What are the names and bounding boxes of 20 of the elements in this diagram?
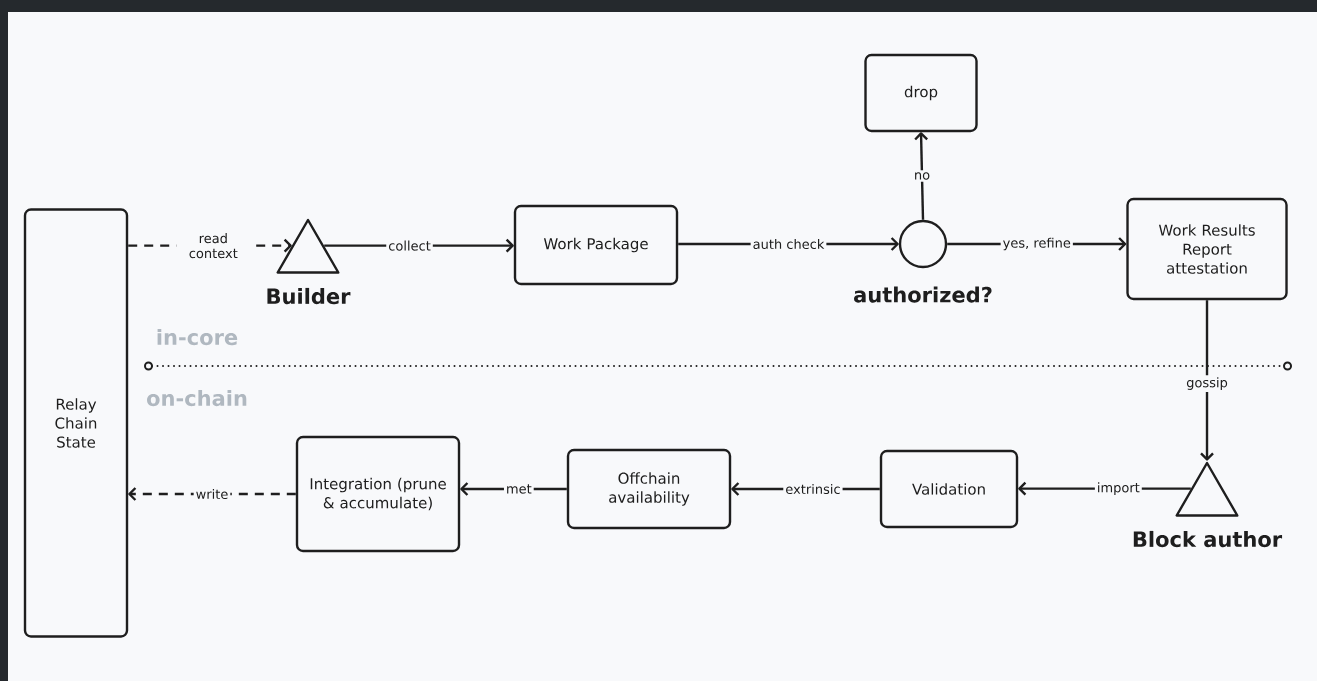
arrow: [914, 132, 928, 220]
edge-label: read context: [176, 231, 251, 261]
edge-label: gossip: [1184, 375, 1230, 392]
arrow: [1200, 300, 1214, 461]
zone-label: in-core: [157, 328, 238, 346]
process-box: drop: [864, 53, 978, 133]
actor-label: Builder: [267, 287, 351, 305]
process-box: Work Results Report attestation: [1126, 197, 1288, 301]
process-box: Validation: [879, 449, 1019, 529]
process-box: Offchain availability: [566, 448, 732, 530]
edge-label: met: [503, 482, 534, 496]
edge-label: no: [911, 170, 933, 182]
actor-label: Block author: [1133, 530, 1283, 548]
arrow: [128, 487, 296, 501]
process-box: Integration (prune & accumulate): [295, 435, 461, 553]
process-box: Work Package: [513, 204, 679, 286]
zone-label: on-chain: [147, 389, 247, 407]
edge-label: import: [1094, 480, 1142, 497]
process-box: Relay Chain State: [23, 208, 129, 638]
decision-label: authorized?: [854, 286, 992, 303]
